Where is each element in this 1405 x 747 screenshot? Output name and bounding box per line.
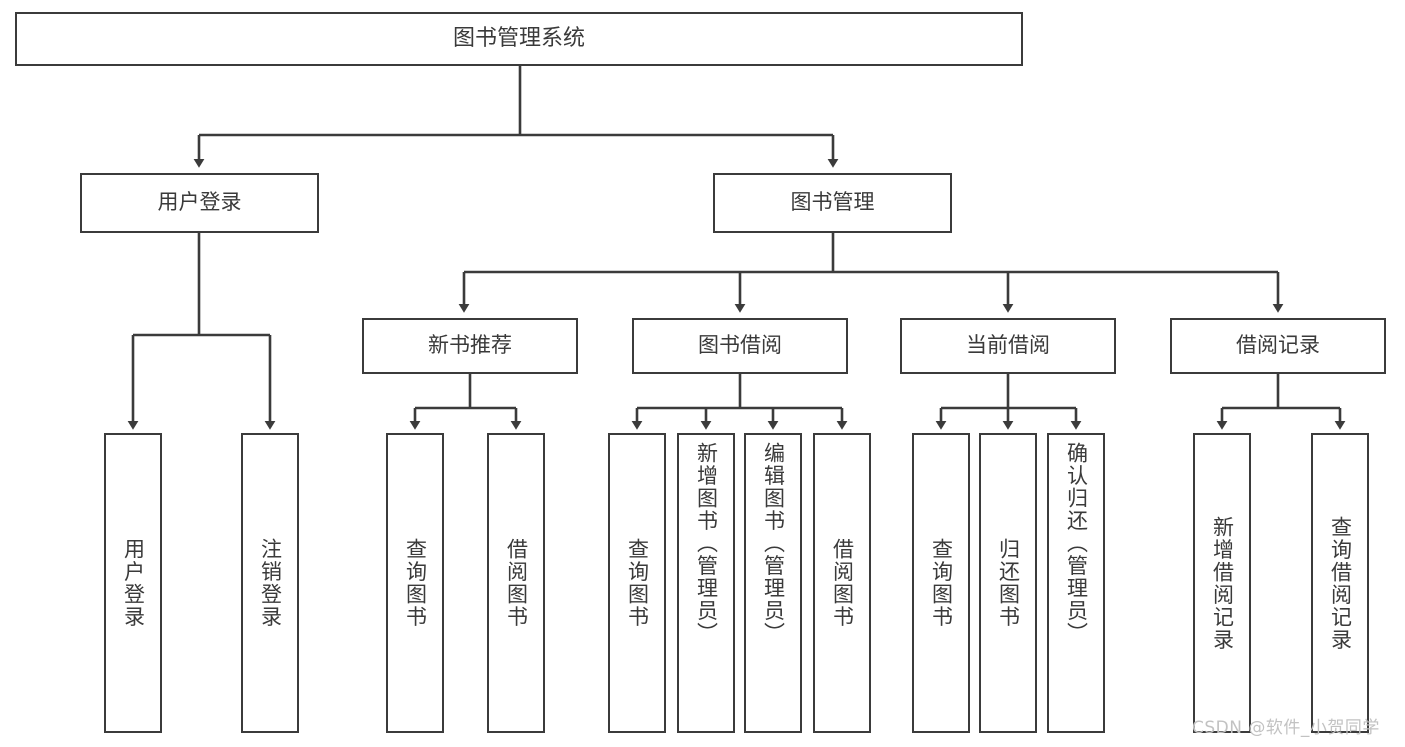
node-label: 图书借阅 — [698, 333, 782, 358]
leaf-current-borrow-confirm-admin[interactable]: 确认归还（管理员） — [1047, 433, 1105, 733]
leaf-user-login-login[interactable]: 用户登录 — [104, 433, 162, 733]
node-new-book-recommend[interactable]: 新书推荐 — [362, 318, 578, 374]
node-user-login[interactable]: 用户登录 — [80, 173, 319, 233]
leaf-user-login-logout[interactable]: 注销登录 — [241, 433, 299, 733]
node-label: 查询图书 — [625, 538, 650, 628]
leaf-current-borrow-query[interactable]: 查询图书 — [912, 433, 970, 733]
leaf-borrow-record-add[interactable]: 新增借阅记录 — [1193, 433, 1251, 733]
node-label: 查询借阅记录 — [1328, 515, 1353, 651]
leaf-book-borrow-edit-admin[interactable]: 编辑图书（管理员） — [744, 433, 802, 733]
node-book-borrow[interactable]: 图书借阅 — [632, 318, 848, 374]
node-current-borrow[interactable]: 当前借阅 — [900, 318, 1116, 374]
node-label: 归还图书 — [996, 538, 1021, 628]
leaf-book-borrow-borrow[interactable]: 借阅图书 — [813, 433, 871, 733]
node-label: 用户登录 — [157, 190, 242, 215]
node-label: 查询图书 — [929, 538, 954, 628]
node-label: 新增图书（管理员） — [694, 442, 719, 645]
node-label: 图书管理 — [790, 190, 875, 215]
leaf-new-book-borrow[interactable]: 借阅图书 — [487, 433, 545, 733]
node-book-management[interactable]: 图书管理 — [713, 173, 952, 233]
node-label: 注销登录 — [258, 538, 283, 628]
node-label: 当前借阅 — [966, 333, 1050, 358]
node-root-book-management-system[interactable]: 图书管理系统 — [15, 12, 1023, 66]
leaf-book-borrow-query[interactable]: 查询图书 — [608, 433, 666, 733]
leaf-book-borrow-add-admin[interactable]: 新增图书（管理员） — [677, 433, 735, 733]
node-label: 确认归还（管理员） — [1064, 442, 1089, 645]
node-label: 借阅图书 — [504, 538, 529, 628]
node-label: 借阅记录 — [1236, 333, 1320, 358]
node-label: 借阅图书 — [830, 538, 855, 628]
node-label: 编辑图书（管理员） — [761, 442, 786, 645]
leaf-borrow-record-query[interactable]: 查询借阅记录 — [1311, 433, 1369, 733]
node-label: 新增借阅记录 — [1210, 515, 1235, 651]
node-borrow-record[interactable]: 借阅记录 — [1170, 318, 1386, 374]
node-label: 图书管理系统 — [452, 25, 585, 51]
leaf-new-book-query[interactable]: 查询图书 — [386, 433, 444, 733]
leaf-current-borrow-return[interactable]: 归还图书 — [979, 433, 1037, 733]
node-label: 新书推荐 — [428, 333, 512, 358]
node-label: 查询图书 — [403, 538, 428, 628]
node-label: 用户登录 — [121, 538, 146, 628]
